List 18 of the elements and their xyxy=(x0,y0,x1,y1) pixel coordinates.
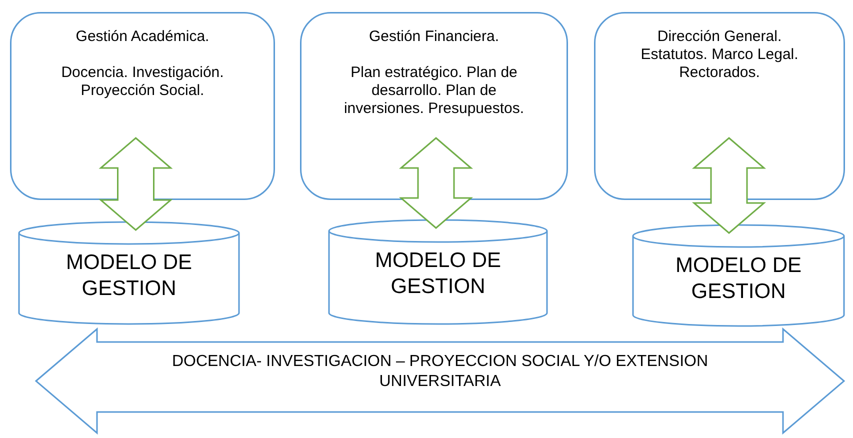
double-block-arrow xyxy=(398,137,474,229)
database-cylinder xyxy=(18,222,240,324)
database-cylinder xyxy=(632,225,845,326)
double-block-arrow xyxy=(98,137,173,231)
database-cylinder xyxy=(328,220,548,324)
rounded-box xyxy=(300,12,568,200)
band-text: DOCENCIA- INVESTIGACION – PROYECCION SOCIAL Y/O EXTENSION UNIVERSITARIA xyxy=(170,352,710,392)
double-block-arrow xyxy=(692,137,766,234)
rounded-box xyxy=(10,12,275,200)
box-heading: Gestión Académica. xyxy=(74,28,210,46)
cylinder-label: MODELO DE GESTION xyxy=(374,248,502,300)
box-heading: Gestión Financiera. xyxy=(368,28,500,46)
cylinder-label: MODELO DE GESTION xyxy=(64,250,194,302)
box-heading: Dirección General. Estatutos. Marco Legal. Rectorados. xyxy=(640,28,800,82)
rounded-box xyxy=(594,12,845,200)
box-text: Plan estratégico. Plan de desarrollo. Plan de inversiones. Presupuestos. xyxy=(342,64,526,118)
box-text: Docencia. Investigación. Proyección Social. xyxy=(60,64,225,100)
cylinder-label: MODELO DE GESTION xyxy=(674,253,803,305)
